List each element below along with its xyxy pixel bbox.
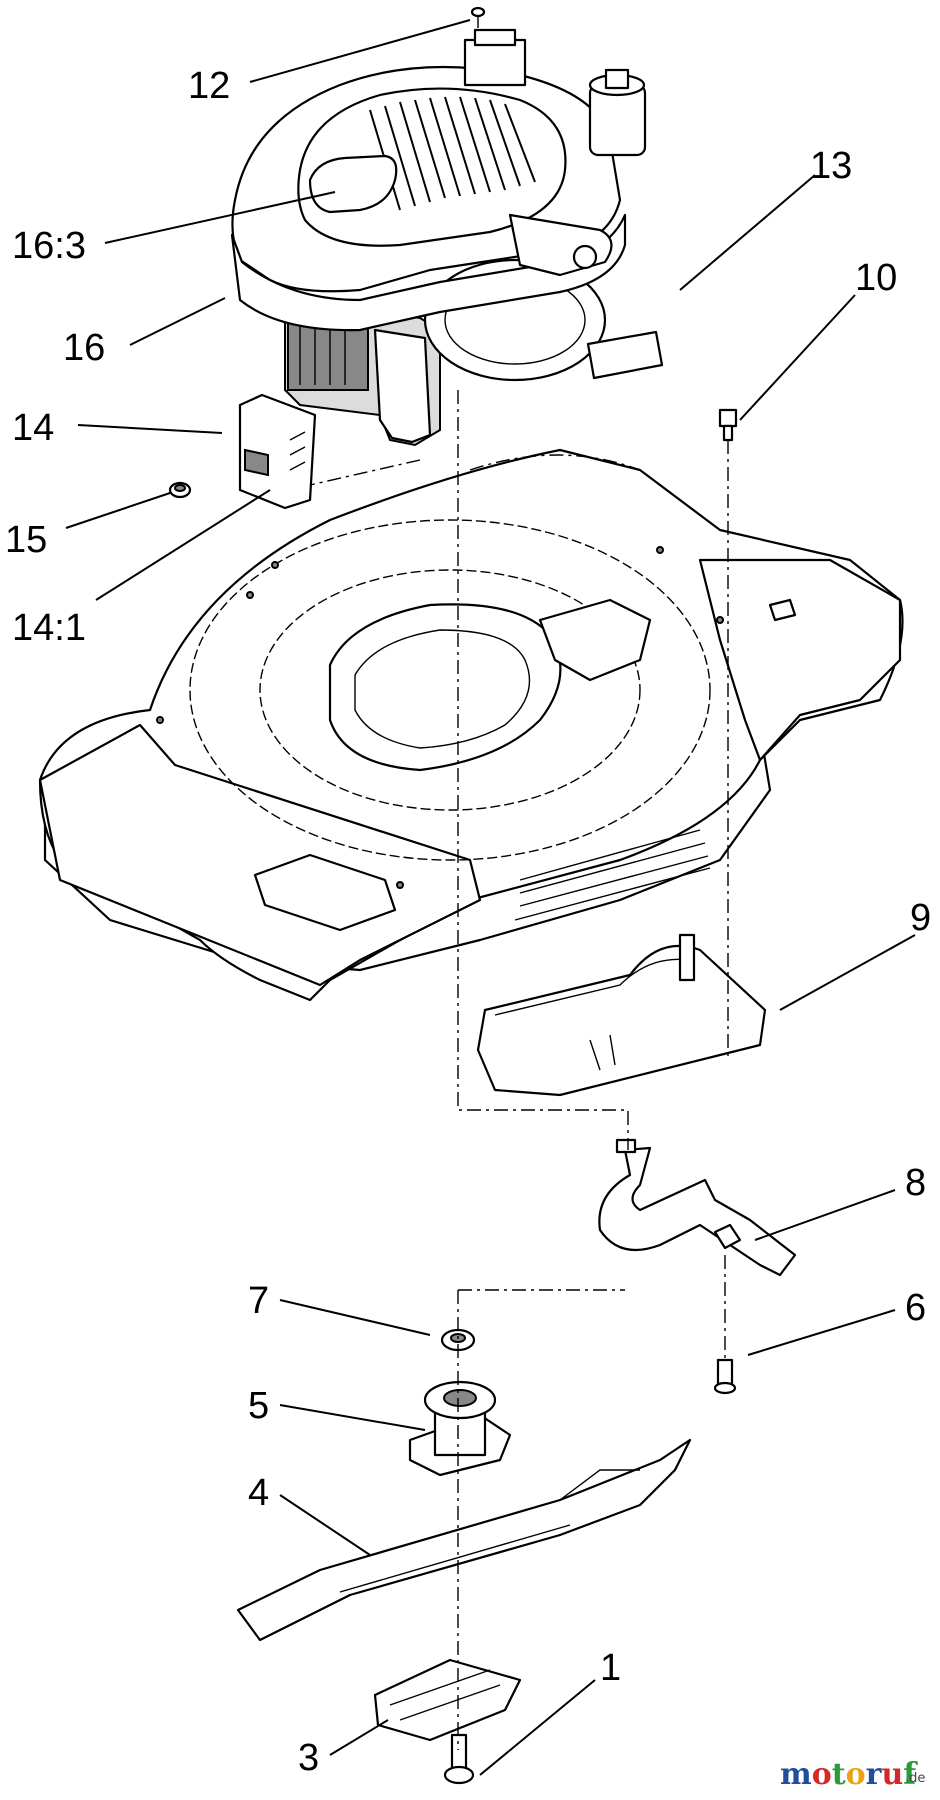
blade-4: [236, 1438, 692, 1642]
assembly-center-lines: [309, 390, 729, 1750]
callout-1: 1: [600, 1647, 621, 1689]
callout-5: 5: [248, 1385, 269, 1427]
callout-4: 4: [248, 1472, 269, 1514]
callout-9: 9: [910, 897, 931, 939]
callout-14: 14: [12, 407, 54, 449]
blade-adapter-5: [408, 1380, 512, 1477]
vent-grill: [369, 96, 536, 211]
bolt-10: [718, 408, 738, 442]
decal-13: [586, 330, 664, 380]
callout-15: 15: [5, 519, 47, 561]
bolt-6: [713, 1358, 737, 1395]
svg-text:motoruf: motoruf: [780, 1757, 918, 1792]
watermark-letter: f: [903, 1757, 918, 1792]
watermark-letter: u: [881, 1757, 903, 1792]
callout-6: 6: [905, 1287, 926, 1329]
callout-7: 7: [248, 1280, 269, 1322]
blade-bolt-1: [443, 1733, 475, 1785]
mower-deck: [38, 448, 904, 1002]
baffle-9: [476, 933, 767, 1097]
motoruf-watermark: motoruf .de: [780, 1757, 925, 1792]
bolt-12: [470, 6, 486, 28]
watermark-letter: o: [846, 1757, 866, 1792]
stiffener-3: [373, 1658, 522, 1742]
callout-10: 10: [855, 257, 897, 299]
deflector-bracket-8: [598, 1138, 797, 1277]
watermark-letter: o: [812, 1757, 832, 1792]
callout-16: 16: [63, 327, 105, 369]
callout-labels: 12 16:3 16 14 15 14:1 13 10 9 8 6 7 5 4 …: [5, 65, 931, 1779]
engine: [230, 28, 647, 447]
watermark-letter: m: [780, 1757, 812, 1792]
callout-8: 8: [905, 1162, 926, 1204]
watermark-letter: t: [832, 1757, 846, 1792]
watermark-suffix: .de: [905, 1771, 925, 1786]
callout-14-1: 14:1: [12, 607, 86, 649]
callout-16-3: 16:3: [12, 225, 86, 267]
callout-13: 13: [810, 145, 852, 187]
nut-15: [168, 481, 192, 499]
leader-lines: [65, 19, 916, 1776]
watermark-letter: r: [866, 1757, 883, 1792]
callout-12: 12: [188, 65, 230, 107]
bracket-14: [238, 393, 317, 510]
callout-3: 3: [298, 1737, 319, 1779]
